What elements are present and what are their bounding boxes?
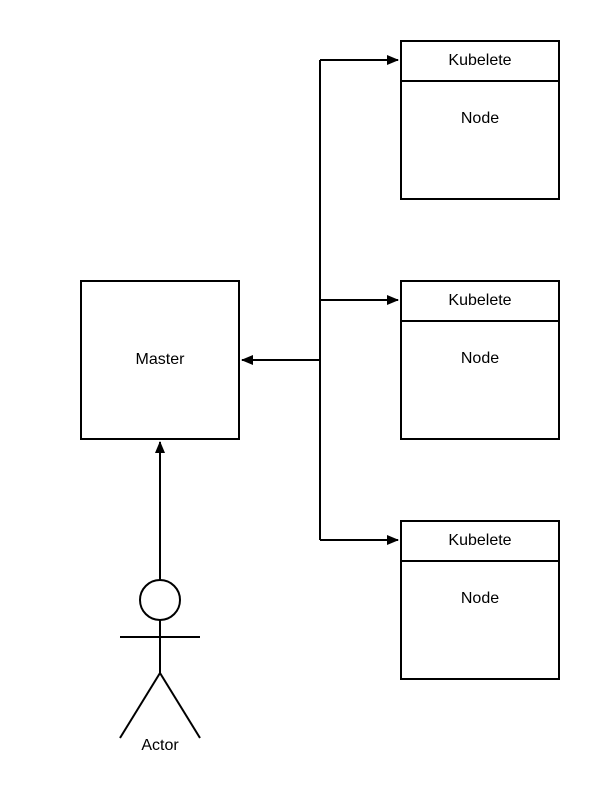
master-box[interactable]: Master (80, 280, 240, 440)
actor-figure (119, 579, 201, 739)
actor-left-leg (119, 672, 161, 739)
node-header-3: Kubelete (402, 522, 558, 562)
node-label-2: Node (460, 350, 500, 367)
node-box-2[interactable]: Kubelete Node (400, 280, 560, 440)
actor-label: Actor (141, 737, 179, 754)
actor-head (139, 579, 181, 621)
actor-right-leg (159, 672, 201, 739)
node-header-2: Kubelete (402, 282, 558, 322)
node-box-1[interactable]: Kubelete Node (400, 40, 560, 200)
node-header-1: Kubelete (402, 42, 558, 82)
node-box-3[interactable]: Kubelete Node (400, 520, 560, 680)
node-label-3: Node (460, 590, 500, 607)
master-label: Master (135, 351, 185, 368)
node-label-1: Node (460, 110, 500, 127)
